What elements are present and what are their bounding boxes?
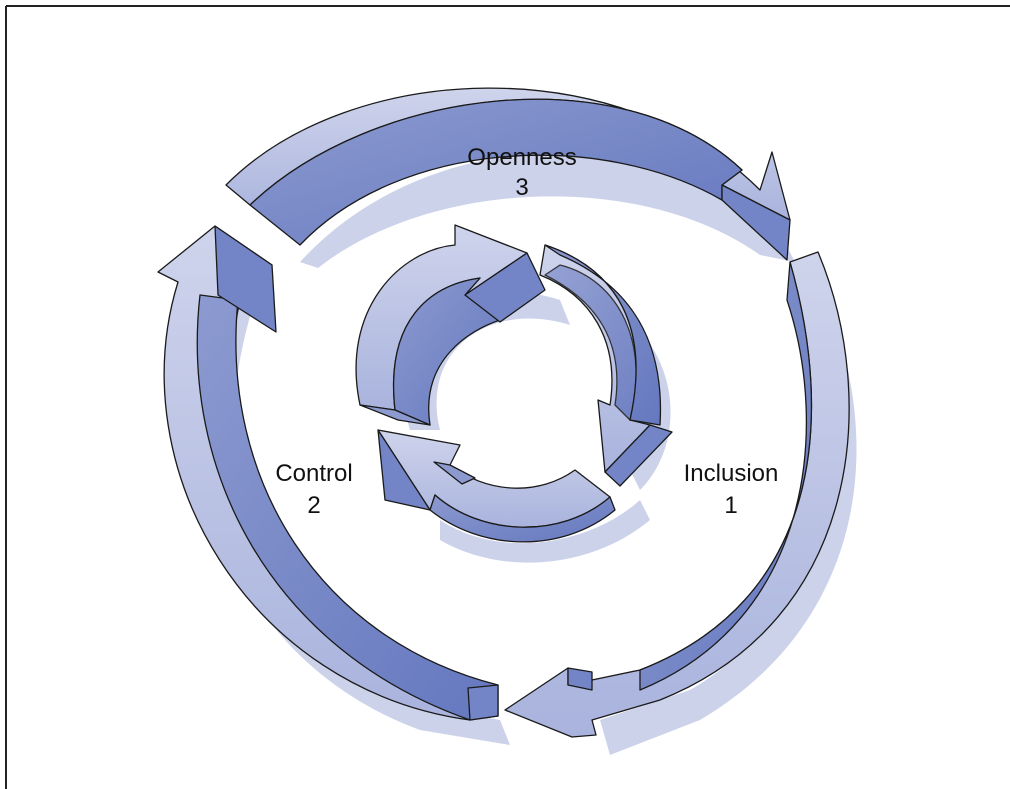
inner-arrow-right	[539, 244, 673, 487]
inclusion-arrow	[504, 251, 850, 738]
control-arrow-tail-side	[467, 684, 499, 721]
inner-arrow-right-side	[544, 264, 637, 421]
openness-arrow-head-side	[721, 184, 791, 261]
label-inclusion-number: 1	[724, 492, 737, 519]
inner-arrow-top-left	[355, 224, 546, 426]
openness-arrow	[225, 87, 791, 261]
inner-arrow-right-head-side	[604, 424, 673, 487]
label-control: Control 2	[275, 460, 352, 519]
label-openness: Openness 3	[467, 144, 576, 201]
inner-arrow-bottom-tab	[433, 461, 476, 485]
inclusion-arrow-head-side	[567, 667, 593, 691]
inner-arrow-top-left-side	[393, 277, 501, 426]
inner-arrow-top-left-tail	[359, 404, 431, 426]
inner-arrow-top-left-head-side	[464, 252, 546, 323]
inner-arrow-bottom-head-side	[377, 429, 431, 511]
control-arrow-head-side	[214, 225, 277, 333]
inner-arrow-bottom-face	[377, 429, 611, 528]
openness-arrow-inner-face	[249, 98, 743, 246]
label-inclusion: Inclusion 1	[684, 460, 779, 519]
label-openness-name: Openness	[467, 144, 576, 171]
label-inclusion-name: Inclusion	[684, 460, 779, 487]
label-openness-number: 3	[515, 174, 528, 201]
inner-arrow-bottom	[377, 429, 616, 543]
inclusion-arrow-side	[639, 261, 813, 691]
outer-ring-shadows	[203, 152, 857, 755]
control-arrow	[157, 225, 499, 721]
label-control-name: Control	[275, 460, 352, 487]
label-control-number: 2	[307, 492, 320, 519]
inner-arrow-right-outer-side	[544, 244, 662, 426]
